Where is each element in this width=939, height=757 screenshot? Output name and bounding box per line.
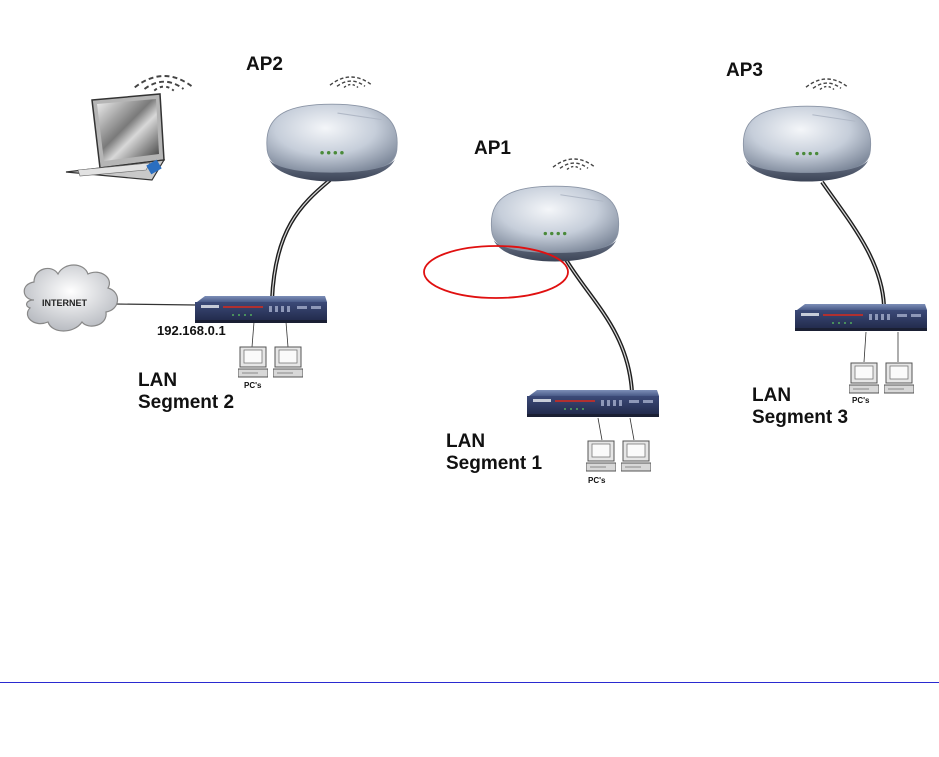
ap1-label: AP1	[474, 138, 511, 160]
segment-1-label: LAN Segment 1	[446, 431, 542, 475]
switch-segment-1-icon	[527, 390, 659, 417]
switch-segment-3-icon	[795, 304, 927, 331]
ap2-label: AP2	[246, 54, 283, 76]
segment-3-line2: Segment 3	[752, 407, 848, 429]
ap3-device-icon	[743, 79, 870, 182]
pcs-segment-3-icon	[849, 363, 914, 393]
laptop-icon	[66, 76, 193, 180]
pcs-label-segment-2: PC's	[244, 381, 261, 390]
segment-2-line1: LAN	[138, 370, 234, 392]
highlight-ellipse	[424, 246, 568, 298]
router-ip-label: 192.168.0.1	[157, 323, 226, 338]
pcs-segment-1-icon	[586, 441, 651, 471]
segment-2-label: LAN Segment 2	[138, 370, 234, 414]
segment-3-line1: LAN	[752, 385, 848, 407]
pcs-segment-2-icon	[238, 347, 303, 377]
segment-3-label: LAN Segment 3	[752, 385, 848, 429]
switch-segment-2-icon	[195, 296, 327, 323]
footer-rule	[0, 682, 939, 683]
segment-1-line2: Segment 1	[446, 453, 542, 475]
segment-1-line1: LAN	[446, 431, 542, 453]
pcs-label-segment-1: PC's	[588, 476, 605, 485]
internet-label: INTERNET	[42, 298, 87, 308]
ap3-label: AP3	[726, 60, 763, 82]
pcs-label-segment-3: PC's	[852, 396, 869, 405]
segment-2-line2: Segment 2	[138, 392, 234, 414]
ap2-device-icon	[267, 77, 397, 181]
